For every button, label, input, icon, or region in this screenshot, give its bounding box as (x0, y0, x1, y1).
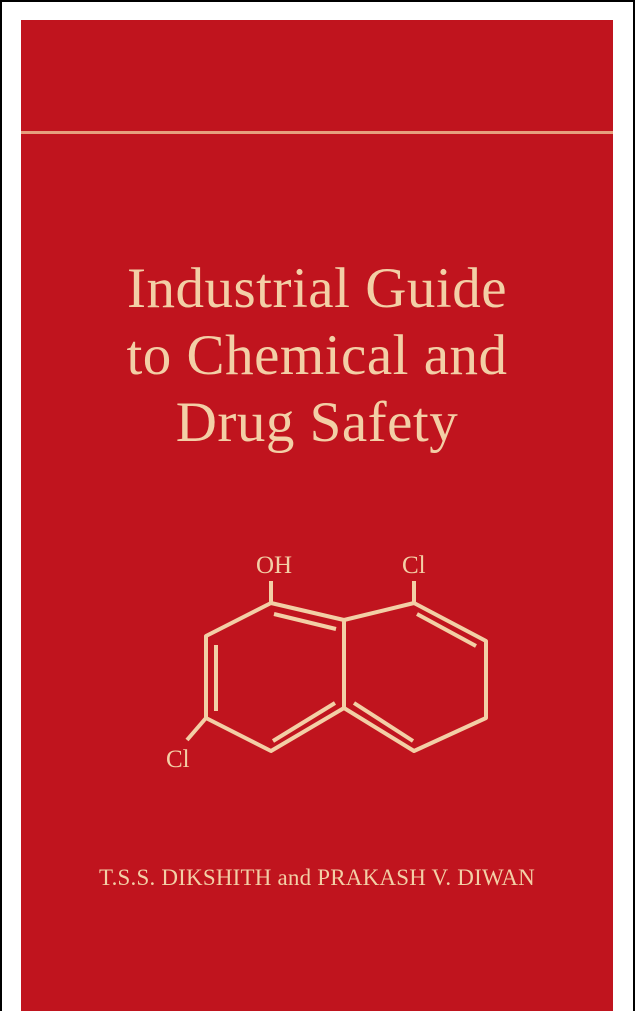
chemical-structure-illustration: OH Cl Cl (166, 552, 488, 773)
double-bond-right-2 (352, 701, 415, 743)
title-line-1: Industrial Guide (126, 257, 507, 320)
header-rule (21, 131, 613, 134)
right-ring (342, 601, 488, 753)
label-cl-left: Cl (166, 746, 190, 773)
double-bond-left-3 (271, 701, 337, 743)
title-line-2: to Chemical and (126, 324, 508, 387)
double-bond-left-1 (273, 612, 337, 631)
label-cl-top: Cl (402, 552, 426, 579)
bond-cl-left (185, 716, 208, 742)
authors-line: T.S.S. DIKSHITH and PRAKASH V. DIWAN (99, 865, 535, 890)
naphthalene-rings (185, 581, 488, 753)
title-line-3: Drug Safety (175, 391, 459, 454)
book-title: Industrial Guide to Chemical and Drug Sa… (21, 255, 613, 456)
book-cover: Industrial Guide to Chemical and Drug Sa… (21, 20, 613, 1011)
label-oh: OH (256, 552, 292, 579)
double-bond-right-1 (416, 612, 477, 648)
